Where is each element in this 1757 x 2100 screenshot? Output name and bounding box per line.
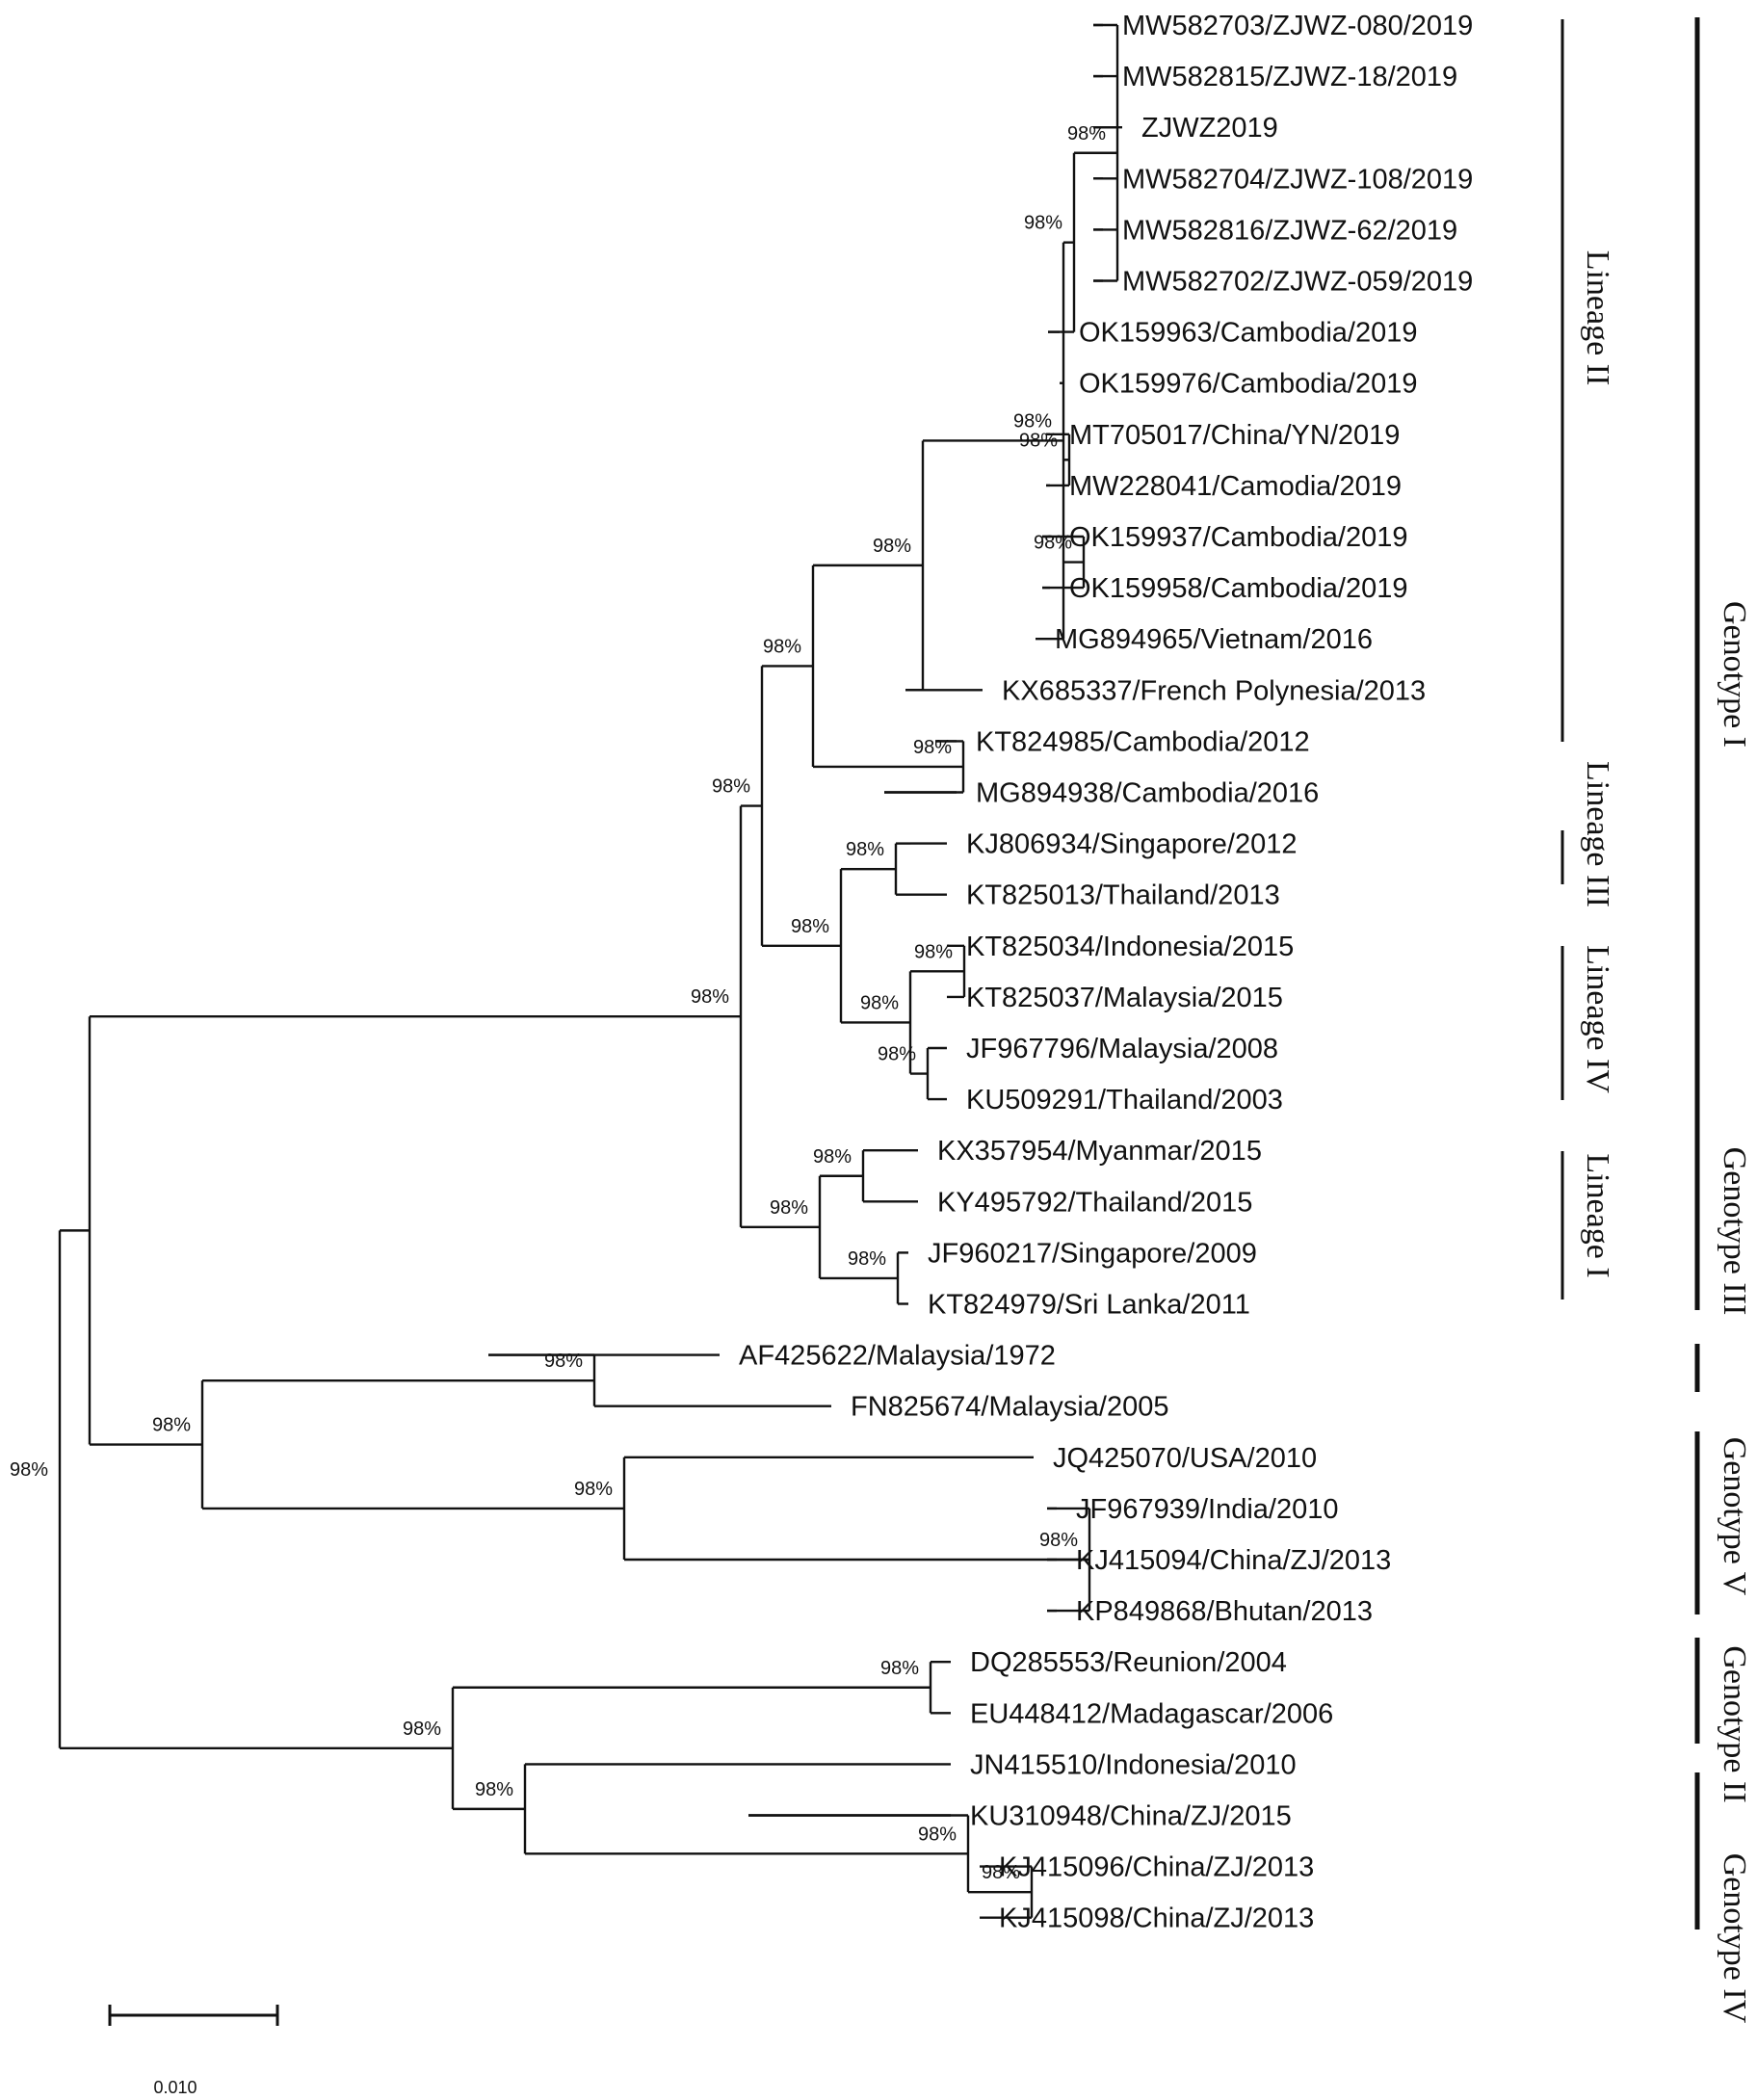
tip-label: KU310948/China/ZJ/2015	[970, 1801, 1292, 1832]
tip-label: MG894965/Vietnam/2016	[1055, 624, 1373, 655]
bootstrap-label: 98%	[544, 1351, 583, 1372]
bootstrap-label: 98%	[860, 992, 899, 1013]
tip-label: KX357954/Myanmar/2015	[937, 1136, 1262, 1167]
bootstrap-label: 98%	[475, 1779, 513, 1800]
tip-label: MG894938/Cambodia/2016	[976, 778, 1319, 809]
tip-label: KJ415096/China/ZJ/2013	[999, 1852, 1314, 1883]
bootstrap-label: 98%	[982, 1862, 1020, 1883]
tip-label: KT825034/Indonesia/2015	[966, 932, 1294, 962]
tip-label: DQ285553/Reunion/2004	[970, 1647, 1287, 1678]
tip-label: JF967939/India/2010	[1076, 1494, 1339, 1525]
tip-label: JQ425070/USA/2010	[1053, 1443, 1317, 1474]
bootstrap-label: 98%	[918, 1824, 957, 1845]
tip-label: MT705017/China/YN/2019	[1069, 420, 1400, 451]
genotype-label: Genotype II	[1717, 1645, 1752, 1802]
tip-label: KJ806934/Singapore/2012	[966, 829, 1297, 860]
tip-label: OK159976/Cambodia/2019	[1079, 369, 1417, 400]
tip-label: MW582815/ZJWZ-18/2019	[1122, 62, 1457, 92]
tip-label: KU509291/Thailand/2003	[966, 1085, 1283, 1116]
group-brackets: Lineage II Lineage III Lineage IV Lineage I…	[1560, 17, 1752, 2024]
tip-label: MW582704/ZJWZ-108/2019	[1122, 164, 1473, 195]
tip-labels: MW582703/ZJWZ-080/2019MW582815/ZJWZ-18/2…	[739, 11, 1473, 1934]
bootstrap-label: 98%	[770, 1197, 808, 1219]
tip-label: KT825013/Thailand/2013	[966, 880, 1280, 911]
genotype-label: Genotype III	[1717, 1147, 1752, 1316]
bootstrap-label: 98%	[913, 737, 952, 758]
tip-label: MW228041/Camodia/2019	[1069, 471, 1402, 502]
scale-bar-label: 0.010	[153, 2078, 197, 2097]
bootstrap-values: 98%98%98%98%98%98%98%98%98%98%98%98%98%9…	[10, 123, 1106, 1883]
tip-label: MW582702/ZJWZ-059/2019	[1122, 267, 1473, 298]
tip-label: JF960217/Singapore/2009	[928, 1238, 1257, 1269]
bootstrap-label: 98%	[10, 1459, 48, 1481]
tip-label: KJ415098/China/ZJ/2013	[999, 1903, 1314, 1934]
lineage-label: Lineage II	[1580, 250, 1615, 386]
bootstrap-label: 98%	[873, 536, 911, 557]
tip-label: KJ415094/China/ZJ/2013	[1076, 1545, 1391, 1576]
bootstrap-label: 98%	[1019, 430, 1058, 451]
bootstrap-label: 98%	[1013, 410, 1052, 432]
scale-bar: 0.010	[108, 2005, 279, 2097]
bootstrap-label: 98%	[848, 1248, 886, 1270]
tip-label: OK159958/Cambodia/2019	[1069, 573, 1407, 604]
bootstrap-label: 98%	[878, 1044, 916, 1065]
bootstrap-label: 98%	[1067, 123, 1106, 144]
lineage-label: Lineage IV	[1580, 945, 1615, 1093]
tip-label: KX685337/French Polynesia/2013	[1002, 675, 1426, 706]
tip-label: JF967796/Malaysia/2008	[966, 1034, 1278, 1064]
tip-label: FN825674/Malaysia/2005	[851, 1392, 1168, 1423]
bootstrap-label: 98%	[574, 1479, 613, 1500]
tree-branches	[58, 23, 1122, 1919]
tip-label: KY495792/Thailand/2015	[937, 1187, 1252, 1218]
lineage-label: Lineage III	[1580, 761, 1615, 907]
tip-label: MW582703/ZJWZ-080/2019	[1122, 11, 1473, 41]
tip-label: EU448412/Madagascar/2006	[970, 1698, 1333, 1729]
tip-label: KP849868/Bhutan/2013	[1076, 1596, 1373, 1627]
tip-label: AF425622/Malaysia/1972	[739, 1341, 1056, 1372]
bootstrap-label: 98%	[914, 941, 953, 962]
bootstrap-label: 98%	[791, 916, 829, 937]
tip-label: ZJWZ2019	[1141, 113, 1278, 144]
bootstrap-label: 98%	[880, 1658, 919, 1679]
bootstrap-label: 98%	[763, 636, 801, 657]
bootstrap-label: 98%	[1039, 1530, 1078, 1551]
bootstrap-label: 98%	[152, 1415, 191, 1436]
bootstrap-label: 98%	[813, 1146, 852, 1168]
bootstrap-label: 98%	[846, 839, 884, 860]
genotype-label: Genotype IV	[1717, 1853, 1752, 2024]
tip-label: OK159963/Cambodia/2019	[1079, 318, 1417, 349]
tip-label: KT824985/Cambodia/2012	[976, 726, 1310, 757]
tip-label: MW582816/ZJWZ-62/2019	[1122, 215, 1457, 246]
lineage-label: Lineage I	[1580, 1153, 1615, 1277]
tip-label: KT825037/Malaysia/2015	[966, 983, 1283, 1013]
genotype-label: Genotype V	[1717, 1437, 1752, 1596]
bootstrap-label: 98%	[691, 986, 729, 1008]
bootstrap-label: 98%	[1024, 213, 1062, 234]
bootstrap-label: 98%	[712, 776, 750, 798]
tip-label: OK159937/Cambodia/2019	[1069, 522, 1407, 553]
bootstrap-label: 98%	[1034, 533, 1072, 554]
tip-label: JN415510/Indonesia/2010	[970, 1749, 1297, 1780]
bootstrap-label: 98%	[403, 1719, 441, 1740]
tip-label: KT824979/Sri Lanka/2011	[928, 1290, 1250, 1321]
genotype-label: Genotype I	[1717, 601, 1752, 748]
